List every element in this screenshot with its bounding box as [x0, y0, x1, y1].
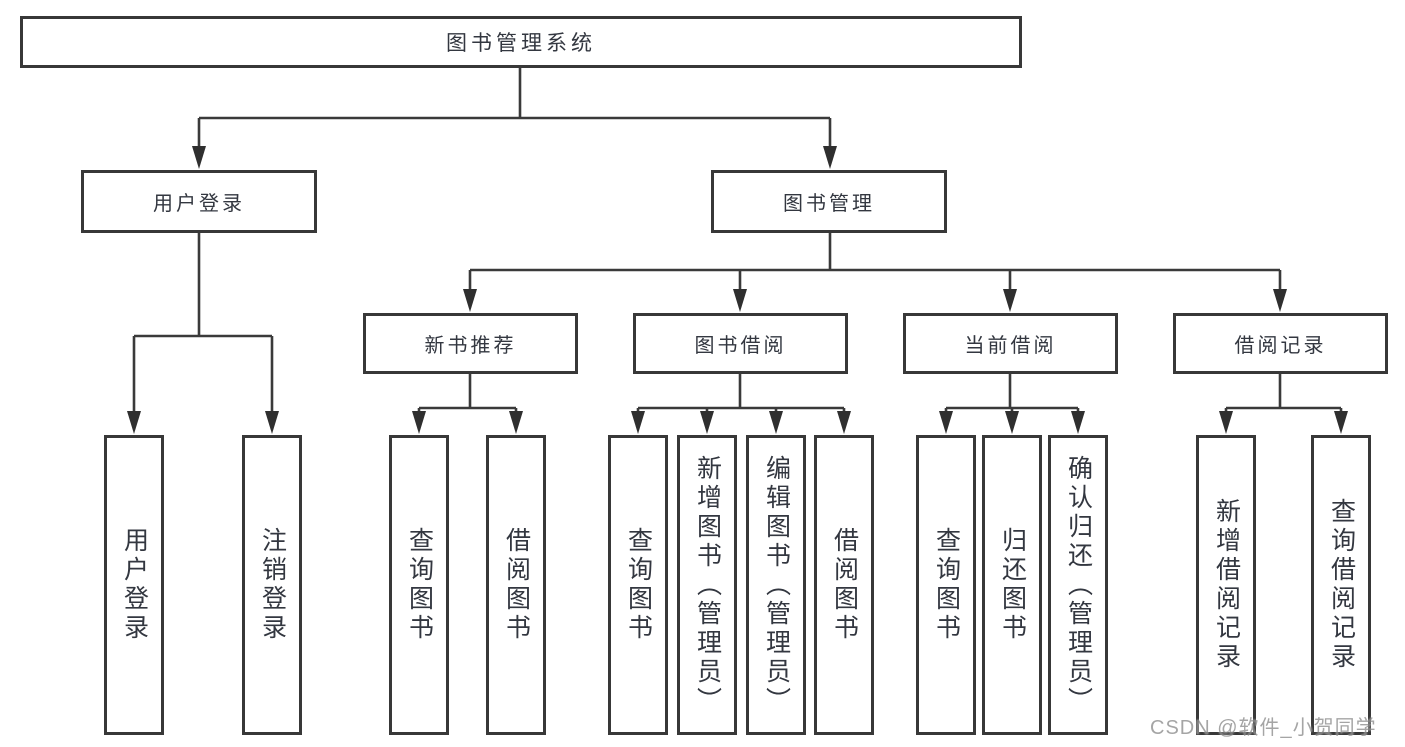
- arrowhead: [1273, 289, 1287, 312]
- leaf-logout: 注销登录: [242, 435, 302, 735]
- leaf-cb-return-books: 归还图书: [982, 435, 1042, 735]
- connector-current-borrow-children: [939, 374, 1085, 434]
- node-book-borrow: 图书借阅: [633, 313, 848, 374]
- leaf-user-login: 用户登录: [104, 435, 164, 735]
- arrowhead: [412, 411, 426, 434]
- leaf-bb-add-books-admin: 新增图书（管理员）: [677, 435, 737, 735]
- leaf-br-query-record: 查询借阅记录: [1311, 435, 1371, 735]
- node-book-management-label: 图书管理: [783, 193, 875, 215]
- arrowhead: [700, 411, 714, 434]
- leaf-user-login-label: 用户登录: [120, 527, 149, 643]
- leaf-br-add-record: 新增借阅记录: [1196, 435, 1256, 735]
- node-new-book-recommend: 新书推荐: [363, 313, 578, 374]
- leaf-nbr-borrow-books-label: 借阅图书: [502, 527, 531, 643]
- leaf-br-add-record-label: 新增借阅记录: [1212, 498, 1241, 672]
- arrowhead: [127, 411, 141, 434]
- leaf-bb-borrow-books-label: 借阅图书: [830, 527, 859, 643]
- node-user-login-label: 用户登录: [153, 193, 245, 215]
- connector-user-login-children: [127, 233, 279, 434]
- arrowhead: [939, 411, 953, 434]
- arrowhead: [837, 411, 851, 434]
- node-borrow-records-label: 借阅记录: [1234, 335, 1327, 357]
- leaf-cb-confirm-return-admin-label: 确认归还（管理员）: [1064, 454, 1093, 716]
- arrowhead: [733, 289, 747, 312]
- node-book-borrow-label: 图书借阅: [694, 335, 787, 357]
- watermark: CSDN @软件_小贺同学: [1150, 717, 1377, 739]
- node-user-login: 用户登录: [81, 170, 317, 233]
- connector-book-management-children: [463, 233, 1287, 312]
- leaf-bb-query-books-label: 查询图书: [624, 527, 653, 643]
- connector-borrow-records-children: [1219, 374, 1348, 434]
- arrowhead: [823, 146, 837, 169]
- leaf-nbr-query-books: 查询图书: [389, 435, 449, 735]
- node-borrow-records: 借阅记录: [1173, 313, 1388, 374]
- arrowhead: [769, 411, 783, 434]
- leaf-cb-query-books-label: 查询图书: [932, 527, 961, 643]
- leaf-cb-query-books: 查询图书: [916, 435, 976, 735]
- leaf-bb-edit-books-admin-label: 编辑图书（管理员）: [762, 454, 791, 716]
- leaf-bb-edit-books-admin: 编辑图书（管理员）: [746, 435, 806, 735]
- arrowhead: [1071, 411, 1085, 434]
- connector-book-borrow-children: [631, 374, 851, 434]
- leaf-nbr-borrow-books: 借阅图书: [486, 435, 546, 735]
- arrowhead: [509, 411, 523, 434]
- leaf-bb-borrow-books: 借阅图书: [814, 435, 874, 735]
- arrowhead: [463, 289, 477, 312]
- leaf-logout-label: 注销登录: [258, 527, 287, 643]
- arrowhead: [265, 411, 279, 434]
- arrowhead: [1334, 411, 1348, 434]
- arrowhead: [1003, 289, 1017, 312]
- connector-root-to-level2: [192, 68, 837, 169]
- leaf-cb-return-books-label: 归还图书: [998, 527, 1027, 643]
- connector-new-book-recommend-children: [412, 374, 523, 434]
- leaf-bb-add-books-admin-label: 新增图书（管理员）: [693, 454, 722, 716]
- node-root-label: 图书管理系统: [446, 32, 596, 55]
- leaf-cb-confirm-return-admin: 确认归还（管理员）: [1048, 435, 1108, 735]
- leaf-bb-query-books: 查询图书: [608, 435, 668, 735]
- arrowhead: [192, 146, 206, 169]
- node-current-borrow-label: 当前借阅: [964, 335, 1057, 357]
- arrowhead: [1005, 411, 1019, 434]
- node-root: 图书管理系统: [20, 16, 1022, 68]
- leaf-nbr-query-books-label: 查询图书: [405, 527, 434, 643]
- arrowhead: [631, 411, 645, 434]
- node-current-borrow: 当前借阅: [903, 313, 1118, 374]
- arrowhead: [1219, 411, 1233, 434]
- node-new-book-recommend-label: 新书推荐: [424, 335, 517, 357]
- leaf-br-query-record-label: 查询借阅记录: [1327, 498, 1356, 672]
- node-book-management: 图书管理: [711, 170, 947, 233]
